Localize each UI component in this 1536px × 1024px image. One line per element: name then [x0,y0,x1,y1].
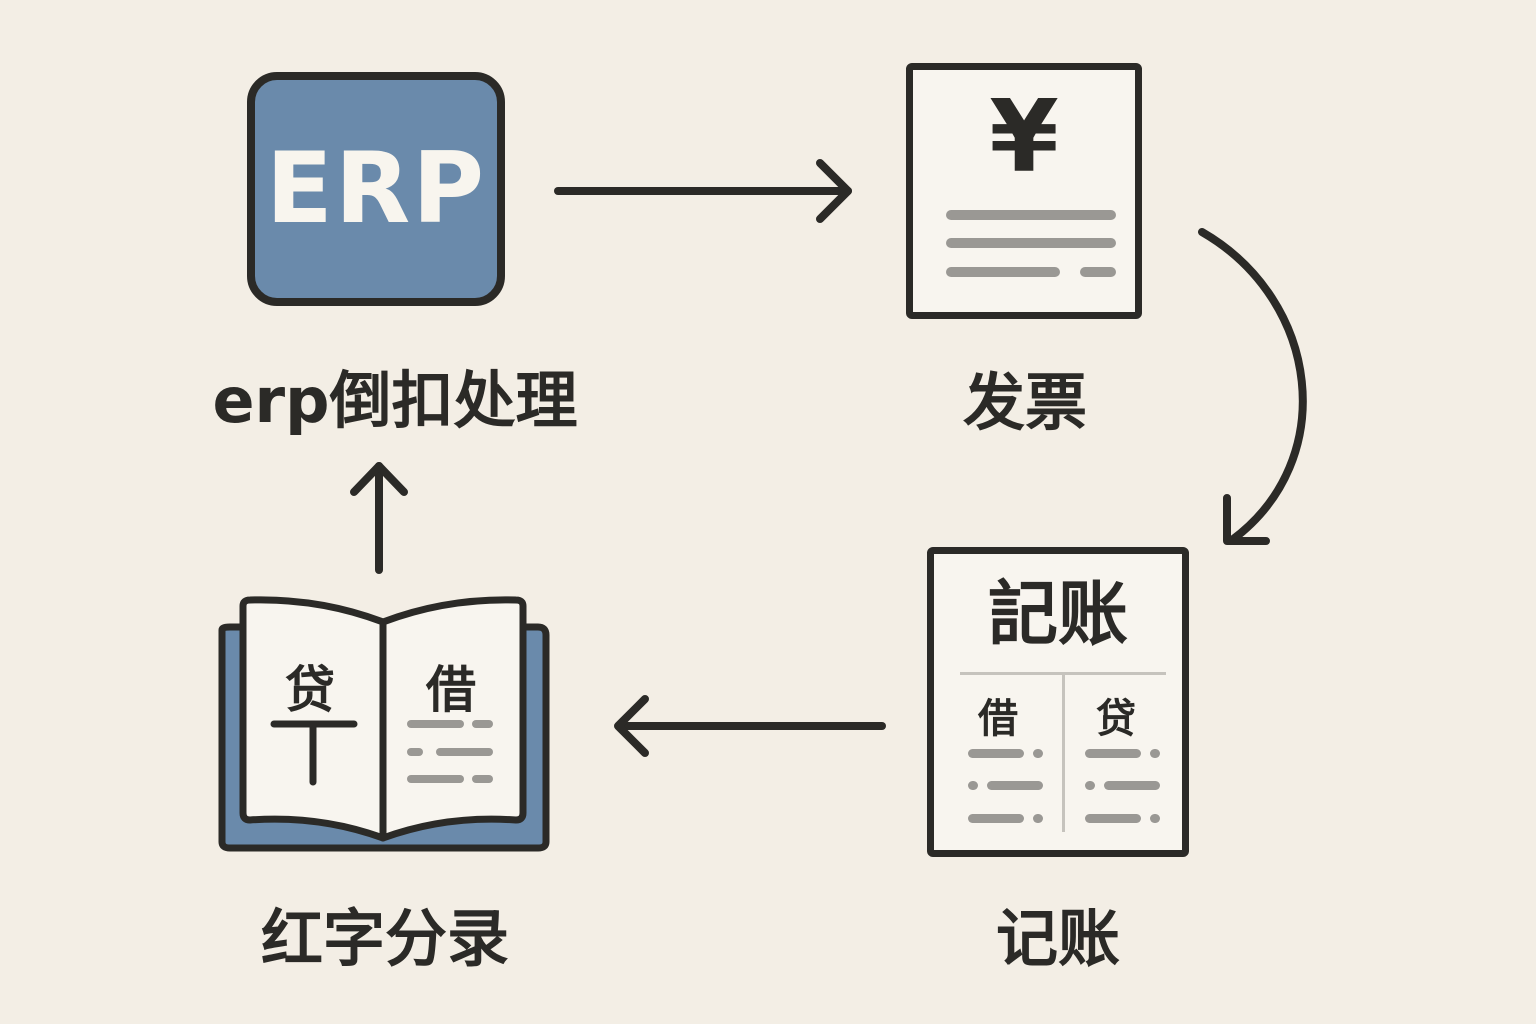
book-debit-char: 借 [426,661,476,719]
ledger-line [968,781,978,790]
ledger-line [1033,814,1043,823]
book-credit-char: 贷 [285,661,335,719]
arrow-invoice-to-bookkeeping [1198,228,1307,545]
ledger-divider [960,672,1166,675]
ledger-line [1104,781,1160,790]
invoice-line [946,267,1060,277]
ledger-line [968,814,1024,823]
ledger-column-divider [1062,674,1065,832]
invoice-icon: ¥ [906,63,1142,319]
ledger-line [1085,814,1141,823]
ledger-line [1085,781,1095,790]
invoice-label: 发票 [962,366,1087,439]
erp-icon-text: ERP [265,132,487,246]
ledger-line [1085,749,1141,758]
invoice-line [946,238,1116,248]
open-book-icon [218,596,550,852]
ledger-icon: 記账 借 贷 [927,547,1189,857]
red-entry-label: 红字分录 [260,902,509,975]
ledger-line [968,749,1024,758]
bookkeeping-label: 记账 [995,902,1120,975]
ledger-line [1033,749,1043,758]
erp-label: erp倒扣处理 [212,364,578,437]
invoice-line [1080,267,1116,277]
ledger-title: 記账 [988,573,1128,655]
book-text-lines [407,720,493,783]
arrow-red-entry-to-erp [350,462,408,574]
erp-icon: ERP [247,72,505,306]
ledger-line [987,781,1043,790]
ledger-line [1150,749,1160,758]
ledger-line [1150,814,1160,823]
ledger-debit-header: 借 [978,696,1018,742]
invoice-line [946,210,1116,220]
arrow-erp-to-invoice [554,159,852,223]
arrow-bookkeeping-to-red-entry [614,695,886,757]
ledger-credit-header: 贷 [1096,696,1136,742]
yen-icon: ¥ [989,78,1059,195]
